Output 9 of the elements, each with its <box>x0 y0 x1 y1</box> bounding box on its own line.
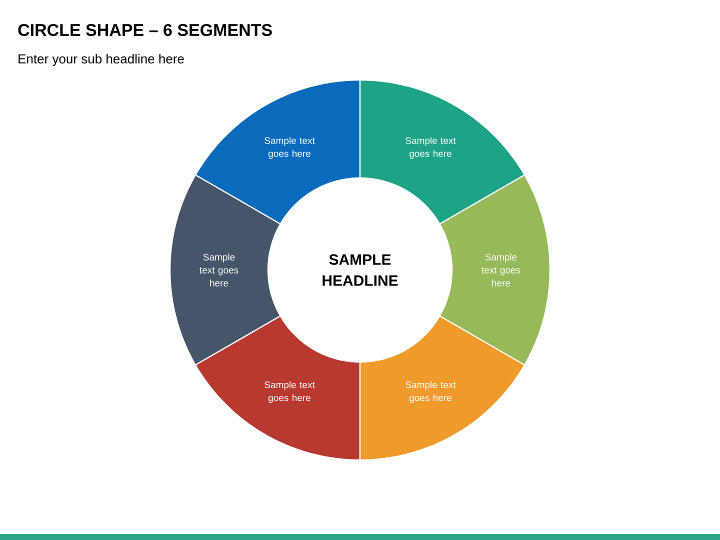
center-headline: SAMPLE HEADLINE <box>322 254 398 286</box>
ring-segment: Sample text goes here <box>194 79 361 225</box>
ring-segment: Sample text goes here <box>194 315 361 461</box>
ring-segment: Sample text goes here <box>359 315 526 461</box>
subtitle: Enter your sub headline here <box>18 54 184 66</box>
ring-segment: Sample text goes here <box>169 174 282 366</box>
ring-segment: Sample text goes here <box>438 174 551 366</box>
title: CIRCLE SHAPE – 6 SEGMENTS <box>18 24 272 36</box>
ring-segment: Sample text goes here <box>359 79 526 225</box>
